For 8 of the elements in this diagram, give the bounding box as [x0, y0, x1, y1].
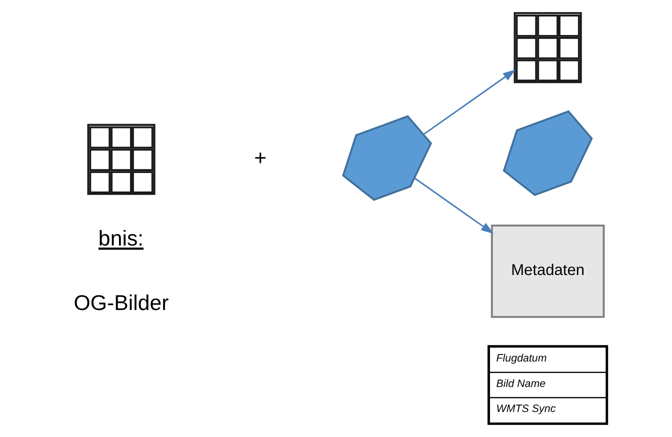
label: bnis: — [98, 226, 144, 251]
node-box: Metadaten — [490, 224, 604, 318]
label: + — [254, 146, 266, 170]
node-picture — [502, 110, 592, 196]
arrow — [414, 178, 494, 234]
arrow — [422, 70, 516, 135]
node-picture — [342, 115, 432, 201]
label: OG-Bilder — [73, 290, 168, 315]
